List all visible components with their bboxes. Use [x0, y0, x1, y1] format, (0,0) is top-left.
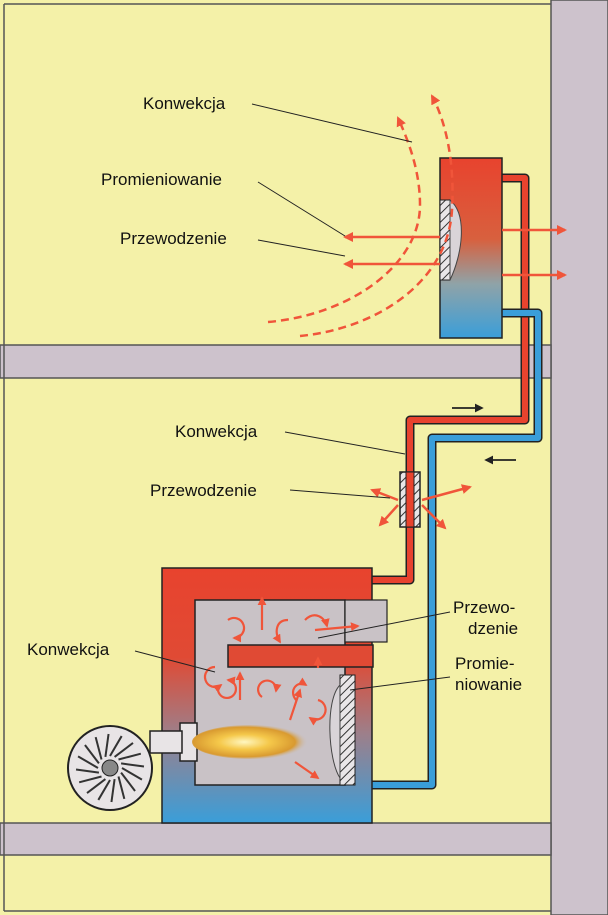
fan-blade: [86, 778, 107, 794]
fan-blade: [110, 778, 116, 803]
fan-blade: [75, 768, 100, 774]
fan-blade: [94, 736, 103, 760]
fan-blade: [97, 779, 111, 801]
heat-exchanger-baffle: [227, 644, 374, 668]
fan-blade: [121, 767, 143, 781]
fan-blade: [120, 771, 136, 792]
burner: [149, 722, 198, 762]
fan-blade: [77, 755, 99, 769]
flue-opening: [344, 599, 388, 643]
boiler-radiation-label-1: Promie-: [455, 654, 515, 673]
heat-arrow-icon: [421, 484, 472, 502]
supply-pipe: [372, 173, 530, 585]
boiler-conduction-label-1: Przewo-: [453, 598, 516, 617]
upper-floor-slab: [0, 344, 552, 379]
leader-lines: [134, 103, 451, 691]
top-radiation-label: Promieniowanie: [101, 170, 222, 189]
fan-blade: [109, 735, 123, 757]
heat-arrow-icon: [421, 504, 447, 530]
fan-blade: [84, 744, 100, 765]
pipe-insulation: [399, 471, 421, 528]
fan-blade: [120, 762, 145, 768]
fan-blade: [78, 775, 102, 784]
boiler-conduction-label-2: dzenie: [468, 619, 519, 638]
heat-arrow-icon: [378, 504, 399, 527]
fan-blade: [117, 776, 126, 800]
convection-arc: [299, 94, 454, 338]
boiler-radiation-label-2: niowanie: [455, 675, 523, 694]
top-conduction-label: Przewodzenie: [120, 229, 227, 248]
lower-floor-slab: [0, 822, 552, 856]
top-convection-label: Konwekcja: [143, 94, 226, 113]
convection-swirls: [203, 596, 360, 780]
mid-convection-label: Konwekcja: [175, 422, 258, 441]
fan-blade: [104, 733, 110, 758]
boiler-convection-label: Konwekcja: [27, 640, 110, 659]
flame-icon: [192, 725, 308, 759]
heat-arrow-icon: [370, 488, 399, 502]
side-wall: [550, 0, 608, 915]
radiator: [439, 157, 503, 339]
convection-arc: [267, 116, 422, 324]
fan-blade: [113, 742, 134, 758]
return-pipe: [372, 308, 543, 790]
boiler: [161, 567, 388, 824]
fan-blade: [118, 752, 142, 761]
fan-icon: [67, 725, 153, 811]
mid-conduction-label: Przewodzenie: [150, 481, 257, 500]
